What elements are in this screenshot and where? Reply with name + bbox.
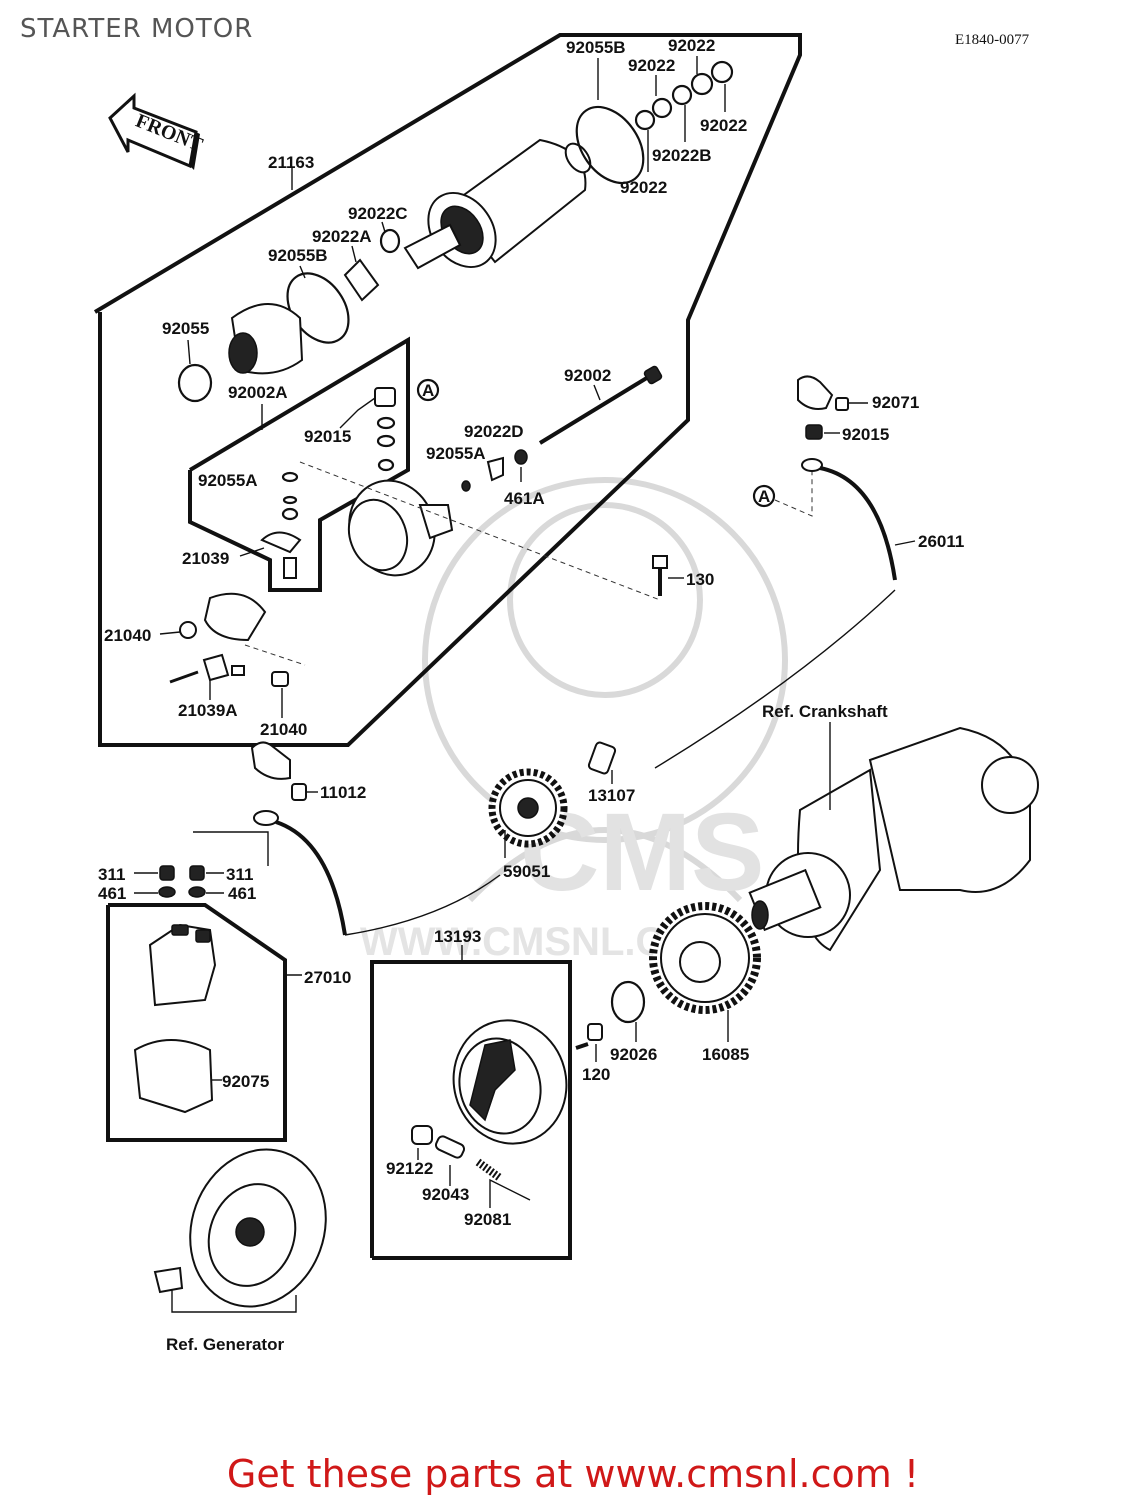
brush-holder-21040 xyxy=(179,592,267,642)
label-92081: 92081 xyxy=(464,1210,511,1229)
roller-92122 xyxy=(411,1125,433,1145)
cable-26011 xyxy=(654,375,897,769)
brush-21039A xyxy=(169,653,245,684)
bolt-130 xyxy=(652,555,668,596)
label-13107: 13107 xyxy=(588,786,635,805)
label-21163: 21163 xyxy=(268,153,314,172)
brush-21040-b xyxy=(271,671,289,687)
label-13193: 13193 xyxy=(434,927,481,946)
diagram-code: E1840-0077 xyxy=(955,32,1030,48)
label-92015-b: 92015 xyxy=(842,425,889,444)
label-92022-c: 92022 xyxy=(700,116,747,135)
brush-housing xyxy=(347,479,454,577)
cable-battery xyxy=(253,810,501,936)
bolt-120 xyxy=(575,1023,603,1050)
starter-motor-diagram: CMS WWW.CMSNL.COM FRONT xyxy=(93,33,1039,1354)
label-92022-b: 92022 xyxy=(628,56,675,75)
label-92026: 92026 xyxy=(610,1045,657,1064)
o-ring-92055 xyxy=(177,363,213,403)
label-21039A: 21039A xyxy=(178,701,238,720)
label-92002: 92002 xyxy=(564,366,611,385)
marker-a-top: A xyxy=(416,378,440,402)
label-130: 130 xyxy=(686,570,714,589)
spring-92081 xyxy=(475,1158,503,1182)
brush-holder-outline xyxy=(188,336,410,592)
plunger-92043 xyxy=(434,1135,466,1159)
label-92022B: 92022B xyxy=(652,146,712,165)
washer-92022C xyxy=(379,228,401,254)
label-92002A: 92002A xyxy=(228,383,288,402)
nuts-311-461 xyxy=(158,865,206,898)
washer-92022-2 xyxy=(651,97,673,119)
svg-text:A: A xyxy=(422,381,434,400)
washer-92022-4 xyxy=(710,60,734,84)
bolt-21039 xyxy=(283,557,297,579)
label-21039: 21039 xyxy=(182,549,229,568)
label-92055: 92055 xyxy=(162,319,209,338)
front-arrow: FRONT xyxy=(108,92,206,170)
label-21040-b: 21040 xyxy=(260,720,307,739)
label-ref-crankshaft: Ref. Crankshaft xyxy=(762,702,888,721)
label-ref-generator: Ref. Generator xyxy=(166,1335,284,1354)
label-27010: 27010 xyxy=(304,968,351,987)
label-92055B-top: 92055B xyxy=(566,38,626,57)
washer-92022D xyxy=(486,456,504,482)
label-120: 120 xyxy=(582,1065,610,1084)
label-92022-a: 92022 xyxy=(668,36,715,55)
brush-plate-21039 xyxy=(260,531,302,554)
label-11012: 11012 xyxy=(320,783,366,802)
svg-text:A: A xyxy=(758,487,770,506)
label-92071: 92071 xyxy=(872,393,919,412)
label-461-b: 461 xyxy=(228,884,256,903)
label-92075: 92075 xyxy=(222,1072,269,1091)
through-bolt-92002 xyxy=(538,374,652,445)
starter-assembly-outline xyxy=(93,33,802,747)
gear-59051 xyxy=(488,768,568,848)
motor-body xyxy=(403,138,592,270)
page-title: STARTER MOTOR xyxy=(20,14,254,44)
label-92022C: 92022C xyxy=(348,204,408,223)
label-92015-a: 92015 xyxy=(304,427,351,446)
gear-16085 xyxy=(649,902,761,1014)
label-92022D: 92022D xyxy=(464,422,524,441)
label-92055B: 92055B xyxy=(268,246,328,265)
label-311-b: 311 xyxy=(226,865,253,884)
o-ring-92055A-b xyxy=(461,480,471,492)
label-461-a: 461 xyxy=(98,884,126,903)
label-92043: 92043 xyxy=(422,1185,469,1204)
label-311-a: 311 xyxy=(98,865,125,884)
washer-92026 xyxy=(610,980,646,1024)
washer-92022-3 xyxy=(690,72,714,96)
label-92122: 92122 xyxy=(386,1159,433,1178)
relay-cover-92075 xyxy=(133,1039,214,1114)
marker-a-right: A xyxy=(752,484,776,508)
end-cover xyxy=(228,303,304,375)
label-92022-d: 92022 xyxy=(620,178,667,197)
label-92022A: 92022A xyxy=(312,227,372,246)
label-21040-a: 21040 xyxy=(104,626,151,645)
cap-11012 xyxy=(250,741,307,801)
crankshaft xyxy=(748,726,1039,952)
generator-rotor xyxy=(153,1148,327,1308)
dowel-13107 xyxy=(587,741,617,775)
nut-461A xyxy=(514,449,528,465)
label-92055A-b: 92055A xyxy=(426,444,486,463)
starter-clutch xyxy=(452,1019,568,1145)
washer-92022-1 xyxy=(634,109,656,131)
label-26011: 26011 xyxy=(918,532,964,551)
label-92055A-a: 92055A xyxy=(198,471,258,490)
label-59051: 59051 xyxy=(503,862,550,881)
clutch-box-outline xyxy=(370,960,572,1260)
washer-92022B xyxy=(671,84,693,106)
label-461A: 461A xyxy=(504,489,545,508)
starter-relay xyxy=(148,923,217,1007)
label-16085: 16085 xyxy=(702,1045,749,1064)
cta-link[interactable]: Get these parts at www.cmsnl.com ! xyxy=(226,1452,920,1496)
washer-92022A xyxy=(343,258,380,302)
relay-box-outline xyxy=(106,903,287,1142)
nut-stack xyxy=(374,387,396,472)
o-ring-92055B-top xyxy=(575,105,645,185)
